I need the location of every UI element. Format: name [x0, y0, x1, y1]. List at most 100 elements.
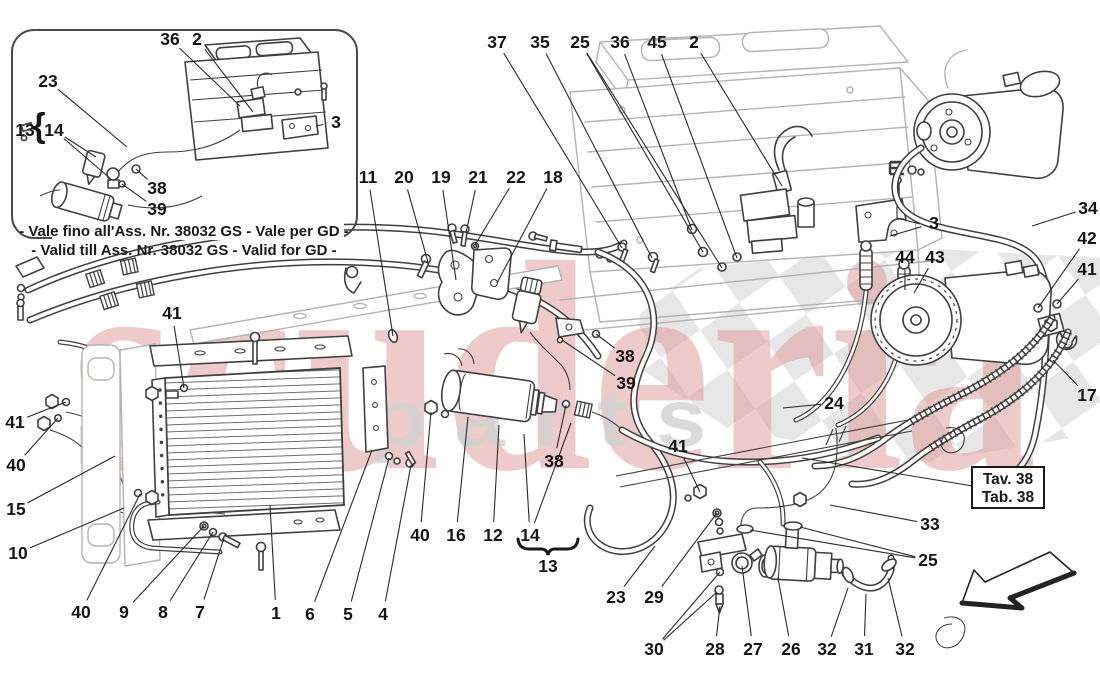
leader-line-28 [715, 605, 721, 637]
engine-sketch-inset [20, 37, 329, 222]
callout-41: 41 [668, 436, 688, 456]
leader-line-9 [132, 525, 205, 603]
callout-32: 32 [895, 639, 915, 659]
callout-34: 34 [1078, 198, 1098, 218]
inset-panel: - Vale fino all'Ass. Nr. 38032 GS - Vale… [11, 29, 358, 259]
callout-42: 42 [1077, 228, 1097, 248]
leader-line-40 [24, 417, 59, 456]
leader-line-5 [350, 457, 390, 602]
inset-note-line1: - Vale fino all'Ass. Nr. 38032 GS - Vale… [19, 223, 349, 240]
leader-line-36 [624, 53, 693, 231]
callout-19: 19 [431, 167, 451, 187]
callout-13: 13 [15, 120, 35, 140]
callout-11: 11 [359, 167, 378, 187]
callout-40: 40 [71, 602, 91, 622]
leader-line-14 [63, 138, 113, 181]
callout-39: 39 [616, 373, 636, 393]
leader-line-23 [623, 545, 656, 588]
direction-arrow [959, 551, 1077, 611]
leader-line-41 [683, 457, 701, 493]
leader-line-41 [1056, 278, 1079, 305]
callout-29: 29 [644, 587, 664, 607]
brace-13 [516, 537, 580, 556]
leader-line-23 [57, 88, 128, 148]
callout-22: 22 [506, 167, 526, 187]
callout-7: 7 [195, 602, 205, 622]
compressor-top [891, 49, 1064, 478]
callout-13: 13 [538, 556, 558, 576]
callout-39: 39 [147, 199, 167, 219]
leader-line-12 [493, 424, 500, 523]
callout-38: 38 [544, 451, 564, 471]
leader-line-25 [749, 529, 916, 559]
leader-line-2 [700, 52, 783, 187]
leader-line-37 [503, 52, 623, 249]
callout-37: 37 [487, 32, 506, 52]
engine-sketch-main [559, 25, 943, 331]
callout-8: 8 [158, 602, 168, 622]
callout-{: { [32, 107, 45, 145]
leader-line-29 [661, 512, 718, 587]
leader-line-19 [442, 189, 457, 281]
callout-35: 35 [530, 32, 550, 52]
pump-assembly [697, 508, 897, 614]
callout-6: 6 [305, 604, 315, 624]
leader-line-30 [663, 591, 718, 641]
leader-line-40 [86, 493, 141, 601]
leader-line-41 [173, 325, 185, 389]
leader-line-33 [829, 504, 918, 523]
callout-10: 10 [8, 543, 28, 563]
callout-45: 45 [647, 32, 667, 52]
callout-23: 23 [606, 587, 626, 607]
leader-line-18 [496, 188, 548, 284]
leader-line-1 [269, 504, 276, 601]
callout-38: 38 [147, 178, 167, 198]
callout-44: 44 [895, 247, 915, 267]
pressure-switch [511, 276, 543, 334]
leader-line-8 [169, 531, 214, 602]
leader-line-21 [465, 189, 476, 234]
callout-36: 36 [610, 32, 630, 52]
compressor-detail [811, 259, 1078, 649]
bracket-hardware-top-left [15, 256, 45, 321]
callout-43: 43 [925, 247, 945, 267]
leader-line-11 [369, 189, 394, 337]
callout-31: 31 [854, 639, 874, 659]
callout-25: 25 [570, 32, 590, 52]
callout-9: 9 [119, 602, 129, 622]
callout-24: 24 [824, 393, 844, 413]
callout-12: 12 [483, 525, 503, 545]
callout-1: 1 [271, 603, 281, 623]
leader-line-2 [204, 48, 254, 113]
callout-2: 2 [192, 29, 202, 49]
callout-4: 4 [378, 604, 388, 624]
leader-line-38 [595, 333, 615, 349]
leader-line-43 [913, 267, 929, 294]
callout-36: 36 [160, 29, 180, 49]
leader-line-42 [1037, 248, 1080, 309]
callout-18: 18 [543, 167, 563, 187]
leader-line-36 [179, 47, 241, 107]
callout-3: 3 [929, 213, 939, 233]
leader-line-38 [556, 404, 567, 449]
leader-line-3 [315, 123, 324, 127]
leader-line-38 [135, 168, 148, 180]
leader-line-27 [741, 565, 752, 637]
tav-box: Tav. 38 Tab. 38 [801, 457, 1045, 509]
leader-line-39 [561, 339, 616, 377]
callout-38: 38 [615, 346, 635, 366]
leader-line-20 [406, 189, 429, 263]
inset-note-line2: - Valid till Ass. Nr. 38032 GS - Valid f… [31, 242, 336, 259]
leader-line-25 [586, 52, 704, 253]
callout-3: 3 [331, 112, 341, 132]
leader-line-3 [889, 226, 922, 237]
callout-16: 16 [446, 525, 466, 545]
callout-33: 33 [920, 514, 940, 534]
leader-line-15 [27, 455, 116, 504]
leader-line-10 [29, 507, 125, 549]
leader-line-22 [474, 187, 510, 246]
callout-40: 40 [410, 525, 430, 545]
leader-line-6 [314, 449, 373, 602]
